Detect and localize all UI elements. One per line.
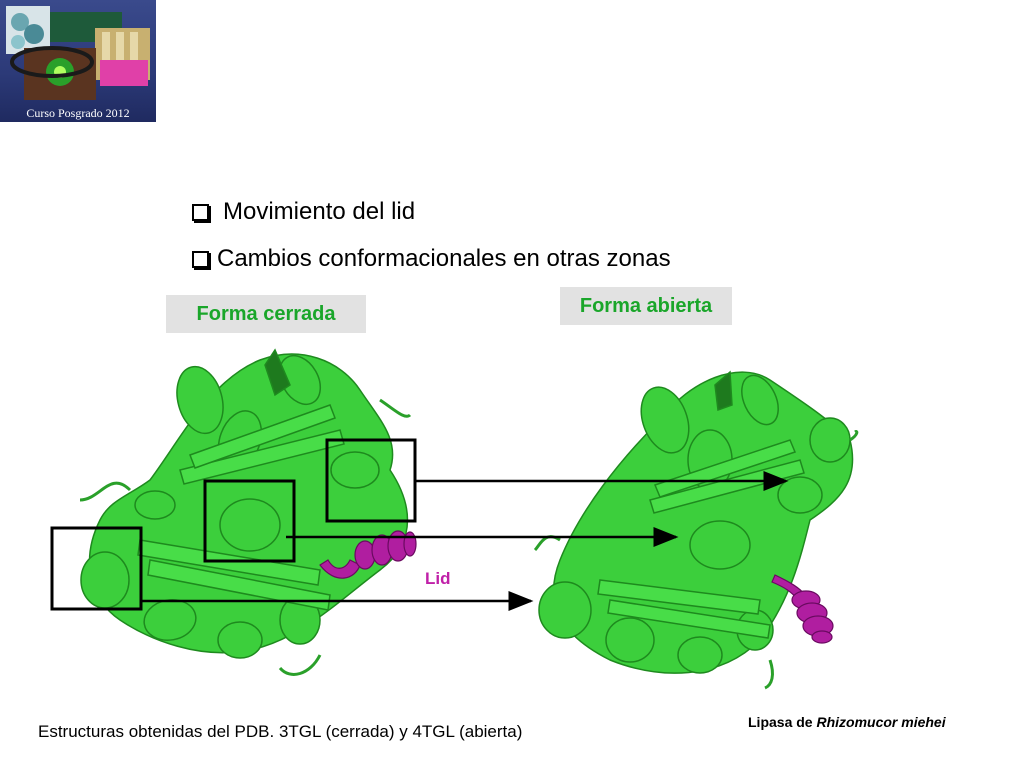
logo-collage-image — [6, 6, 150, 100]
bullet-text: Cambios conformacionales en otras zonas — [217, 245, 671, 272]
highlight-box-center — [203, 479, 296, 563]
enzyme-prefix: Lipasa de — [748, 714, 817, 730]
closed-form-label: Forma cerrada — [166, 295, 366, 333]
checkbox-bullet-icon — [192, 250, 209, 268]
checkbox-bullet-icon — [192, 203, 209, 221]
enzyme-caption: Lipasa de Rhizomucor miehei — [748, 714, 946, 730]
bullet-text: Movimiento del lid — [223, 198, 416, 225]
course-logo: Curso Posgrado 2012 — [0, 0, 156, 122]
bullet-conformational-changes: Cambios conformacionales en otras zonas — [192, 245, 671, 273]
highlight-box-left — [50, 526, 143, 611]
lid-label: Lid — [425, 569, 451, 588]
protein-structures-diagram — [50, 348, 859, 690]
open-form-structure — [533, 370, 859, 690]
logo-caption: Curso Posgrado 2012 — [26, 106, 130, 120]
enzyme-species: Rhizomucor miehei — [816, 714, 946, 730]
source-note: Estructuras obtenidas del PDB. 3TGL (cer… — [38, 722, 523, 741]
open-form-lid — [771, 574, 834, 644]
open-form-label: Forma abierta — [560, 287, 732, 325]
bullet-lid-movement: Movimiento del lid — [192, 198, 415, 226]
closed-form-structure — [79, 348, 412, 676]
